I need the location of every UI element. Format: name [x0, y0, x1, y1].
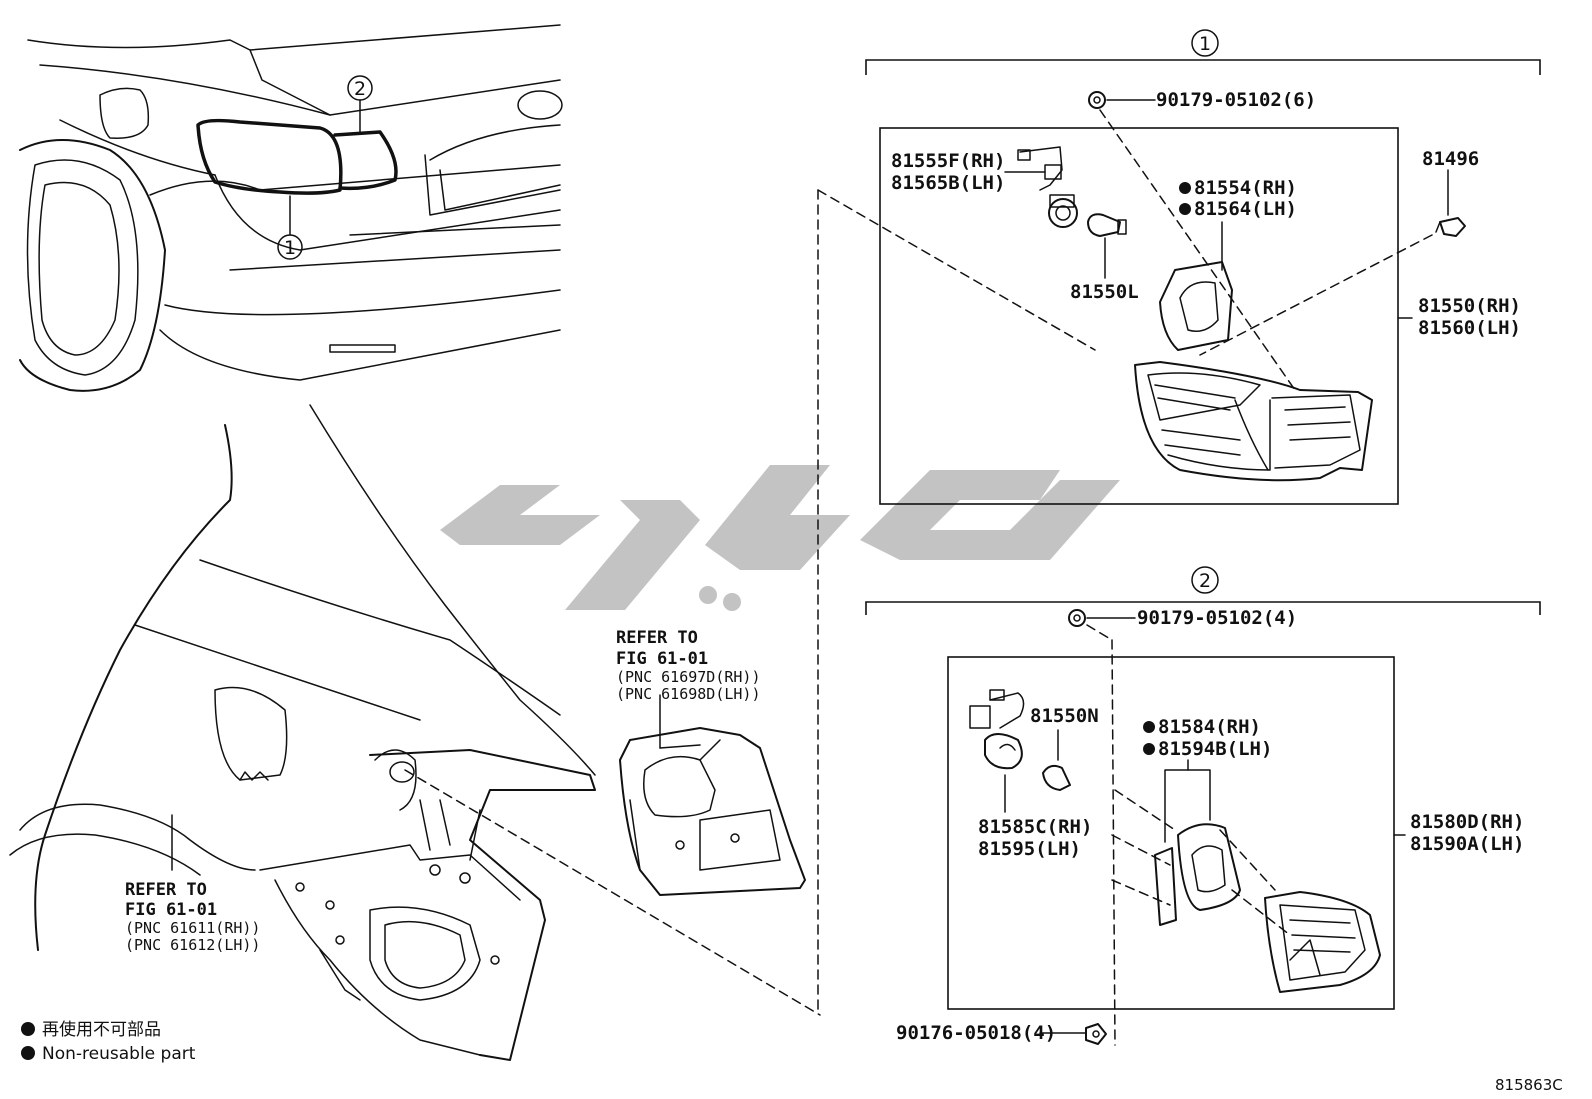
part-socket-lh-2: 81595(LH) [978, 838, 1081, 860]
non-reusable-dot [1179, 203, 1191, 215]
refer-fig-inner-pnc-rh: (PNC 61697D(RH)) [616, 668, 761, 686]
rear-lamp-inner-outline [333, 130, 398, 191]
part-socket-rh: 81555F(RH) [891, 150, 1005, 172]
rear-lamp-assembly-icon [1264, 891, 1381, 993]
screw-icon [1068, 609, 1086, 627]
group-2-box [947, 656, 1395, 1010]
gasket-icon [1154, 823, 1241, 926]
gasket-icon [1159, 261, 1233, 351]
non-reusable-dot [1179, 182, 1191, 194]
part-bulb: 81550L [1070, 281, 1139, 303]
inner-panel-view: REFER TO FIG 61-01 (PNC 61697D(RH)) (PNC… [616, 628, 806, 896]
part-lamp-lh: 81560(LH) [1418, 317, 1521, 339]
group-2-bracket [865, 601, 1541, 615]
legend-dot-icon [21, 1022, 35, 1036]
part-socket-lh: 81565B(LH) [891, 172, 1005, 194]
refer-fig-inner-line2: FIG 61-01 [616, 649, 708, 669]
rear-combination-lamp-outline [196, 118, 343, 195]
group-1-bracket [865, 59, 1541, 75]
refer-fig-panel-line1: REFER TO [125, 880, 207, 900]
non-reusable-dot [1143, 743, 1155, 755]
watermark-logo [440, 465, 1120, 611]
group-1-rear-lamp: 1 90179-05102(6) 81555F(RH) 81565B(LH) 8… [865, 29, 1541, 505]
part-bulb-2: 81550N [1030, 705, 1099, 727]
bulb-icon [1087, 213, 1127, 237]
part-lamp-lh-2: 81590A(LH) [1410, 833, 1524, 855]
leader-dashed-panel [404, 769, 821, 1016]
part-gasket-rh: 81554(RH) [1194, 177, 1297, 199]
bolt-icon [1085, 1023, 1107, 1045]
part-screw-top: 90179-05102(6) [1156, 89, 1316, 111]
bulb-icon [1042, 764, 1071, 791]
non-reusable-dot [1143, 721, 1155, 733]
legend-cn-text: 再使用不可部品 [42, 1019, 161, 1040]
rear-lamp-assembly-icon [1134, 361, 1373, 482]
legend: 再使用不可部品 Non-reusable part [21, 1019, 196, 1064]
group-2-marker: 2 [1199, 570, 1211, 592]
refer-fig-panel-line2: FIG 61-01 [125, 900, 217, 920]
clip-icon [1435, 217, 1466, 237]
bulb-socket-icon [1017, 146, 1078, 228]
part-lamp-rh: 81550(RH) [1418, 295, 1521, 317]
part-socket-rh-2: 81585C(RH) [978, 816, 1092, 838]
group-2-rear-lamp: 2 90179-05102(4) 81550N 81585C(RH) 81595… [865, 566, 1541, 1046]
car-rear-view: 1 2 [19, 24, 563, 392]
legend-en-text: Non-reusable part [42, 1044, 196, 1064]
refer-fig-panel-pnc-rh: (PNC 61611(RH)) [125, 919, 260, 937]
figure-code: 815863C [1495, 1076, 1563, 1094]
refer-fig-inner-pnc-lh: (PNC 61698D(LH)) [616, 685, 761, 703]
part-screw-top-2: 90179-05102(4) [1137, 607, 1297, 629]
bulb-socket-icon [969, 689, 1025, 770]
refer-fig-inner-line1: REFER TO [616, 628, 698, 648]
part-lamp-rh-2: 81580D(RH) [1410, 811, 1524, 833]
group-1-marker: 1 [1199, 33, 1211, 55]
legend-dot-icon [21, 1046, 35, 1060]
screw-icon [1088, 91, 1106, 109]
part-clip: 81496 [1422, 148, 1479, 170]
part-gasket-lh: 81564(LH) [1194, 198, 1297, 220]
refer-fig-panel-pnc-lh: (PNC 61612(LH)) [125, 936, 260, 954]
leader-dashed-upper [817, 189, 1096, 351]
part-gasket-rh-2: 81584(RH) [1158, 716, 1261, 738]
callout-1-label: 1 [284, 237, 296, 259]
callout-2-label: 2 [354, 78, 366, 100]
quarter-panel-view: REFER TO FIG 61-01 (PNC 61611(RH)) (PNC … [9, 404, 596, 1061]
part-bolt: 90176-05018(4) [896, 1022, 1056, 1044]
group-1-box [879, 127, 1399, 505]
part-gasket-lh-2: 81594B(LH) [1158, 738, 1272, 760]
